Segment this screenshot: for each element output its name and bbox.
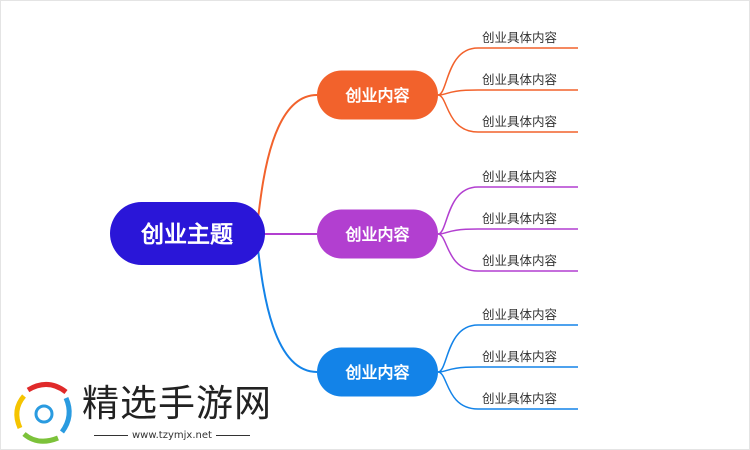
root-node: 创业主题 (110, 202, 265, 265)
leaf-connector (437, 228, 578, 235)
branch-label: 创业内容 (344, 363, 409, 382)
branch-node-bg (317, 209, 438, 259)
watermark-url: www.tzymjx.net (90, 430, 250, 442)
leaf-connector (437, 186, 578, 235)
leaf-connector (437, 324, 578, 373)
leaf-connector (437, 89, 578, 96)
watermark-logo-icon (14, 382, 72, 444)
branch-node-bg (317, 70, 438, 120)
leaf-connector (437, 371, 578, 410)
branch-node-bg (317, 347, 438, 397)
leaf-label: 创业具体内容 (482, 72, 557, 87)
leaf-label: 创业具体内容 (482, 253, 557, 268)
branch-label: 创业内容 (344, 86, 409, 105)
leaf-label: 创业具体内容 (482, 169, 557, 184)
branch-node: 创业内容 (317, 209, 438, 259)
leaf-connector (437, 233, 578, 272)
watermark: 精选手游网 www.tzymjx.net (8, 376, 271, 448)
branch-node: 创业内容 (317, 70, 438, 120)
leaf-label: 创业具体内容 (482, 114, 557, 129)
leaf-connector (437, 366, 578, 373)
root-label: 创业主题 (140, 222, 233, 248)
leaf-connector (437, 94, 578, 133)
leaf-label: 创业具体内容 (482, 391, 557, 406)
branch-connector (254, 233, 318, 373)
branch-label: 创业内容 (344, 225, 409, 244)
leaf-connector (437, 47, 578, 96)
watermark-title: 精选手游网 (82, 382, 272, 425)
branch-connector (254, 94, 318, 235)
leaf-label: 创业具体内容 (482, 349, 557, 364)
root-node-bg (110, 202, 265, 265)
leaf-label: 创业具体内容 (482, 30, 557, 45)
leaf-label: 创业具体内容 (482, 211, 557, 226)
branch-node: 创业内容 (317, 347, 438, 397)
leaf-label: 创业具体内容 (482, 307, 557, 322)
